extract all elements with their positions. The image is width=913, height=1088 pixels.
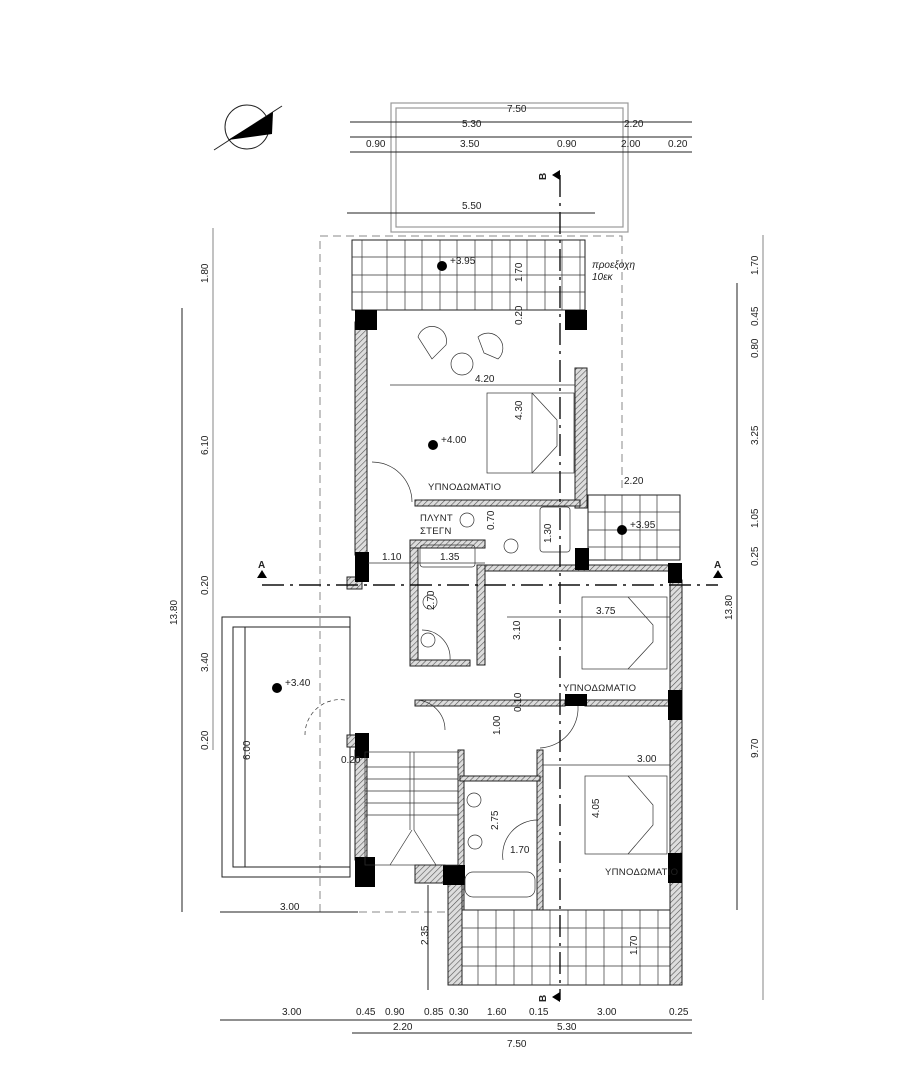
dim-top-row3: 0.90	[366, 139, 386, 150]
dim-bottom-row1: 3.00	[282, 1007, 302, 1018]
dim-right-chain: 1.05	[750, 508, 761, 528]
walls	[346, 321, 683, 986]
dim-bath2-width: 1.70	[510, 845, 530, 856]
projection-note: προεξοχη	[592, 260, 635, 271]
dim-top-row2: 5.30	[462, 119, 482, 130]
dimension-lines	[181, 121, 764, 1034]
dim-bath-length: 2.70	[426, 590, 437, 610]
room-label-bedroom-top: ΥΠΝΟΔΩΜΑΤΙΟ	[428, 482, 501, 493]
room-label-bedroom-middle: ΥΠΝΟΔΩΜΑΤΙΟ	[563, 683, 636, 694]
section-lines	[257, 170, 723, 1002]
dim-bottom-total: 7.50	[507, 1039, 527, 1050]
dim-balcony-depth-top: 1.70	[514, 262, 525, 282]
bottom-balcony	[459, 909, 673, 986]
dim-side-balcony-width: 2.20	[624, 476, 644, 487]
level-marker-icon	[428, 440, 438, 450]
dim-bottom-row1: 1.60	[487, 1007, 507, 1018]
dim-left-total: 13.80	[169, 600, 180, 625]
dim-bottom-row1: 0.25	[669, 1007, 689, 1018]
roof-outline	[390, 102, 629, 233]
dim-top-row3: 0.90	[557, 139, 577, 150]
dim-left-chain: 0.20	[200, 575, 211, 595]
north-arrow-icon	[213, 104, 283, 151]
dim-bottom-row1: 0.15	[529, 1007, 549, 1018]
dim-bottom-row2: 5.30	[557, 1022, 577, 1033]
dim-right-chain: 0.25	[750, 546, 761, 566]
level-marker-icon	[617, 525, 627, 535]
dim-right-chain: 0.80	[750, 338, 761, 358]
dim-bottom-row1: 0.90	[385, 1007, 405, 1018]
dim-bottom-row1: 0.45	[356, 1007, 376, 1018]
room-label-laundry: ΠΛΥΝΤ	[420, 513, 453, 524]
dim-top-row3: 3.50	[460, 139, 480, 150]
section-label-b-bottom: B	[538, 995, 549, 1002]
section-label-a-left: A	[258, 560, 265, 571]
dim-terrace-width: 3.00	[280, 902, 300, 913]
level-bedroom-top: +4.00	[441, 435, 467, 446]
dim-roof: 5.50	[462, 201, 482, 212]
room-label-bedroom-bottom: ΥΠΝΟΔΩΜΑΤΙΟ	[605, 867, 678, 878]
dim-top-row3: 2.00	[621, 139, 641, 150]
level-top-balcony: +3.95	[450, 256, 476, 267]
dim-right-chain: 9.70	[750, 738, 761, 758]
dim-top-row2: 2.20	[624, 119, 644, 130]
dim-top-row3: 0.20	[668, 139, 688, 150]
section-label-b-top: B	[538, 173, 549, 180]
dim-left-chain: 0.20	[200, 730, 211, 750]
dim-right-total: 13.80	[724, 595, 735, 620]
dim-bottom-row1: 0.85	[424, 1007, 444, 1018]
dim-right-chain: 1.70	[750, 255, 761, 275]
dim-right-chain: 3.25	[750, 425, 761, 445]
columns	[355, 310, 682, 887]
doors	[304, 461, 579, 861]
furniture	[417, 326, 668, 898]
level-terrace: +3.40	[285, 678, 311, 689]
side-balcony	[587, 494, 681, 561]
level-side-balcony: +3.95	[630, 520, 656, 531]
dim-laundry-depth: 0.70	[486, 510, 497, 530]
top-balcony	[351, 239, 586, 311]
dim-stair-wall: 0.20	[341, 755, 361, 766]
dim-bedroom-top-depth: 4.30	[514, 400, 525, 420]
projection-note-2: 10εκ	[592, 272, 614, 283]
section-label-a-right: A	[714, 560, 721, 571]
dim-bedroom-bot-depth: 4.05	[591, 798, 602, 818]
dim-bedroom-bot-width: 3.00	[637, 754, 657, 765]
room-label-laundry-2: ΣΤΕΓΝ	[420, 526, 452, 537]
dim-bath-width: 1.35	[440, 552, 460, 563]
dim-wall-gap: 0.10	[513, 692, 524, 712]
dim-top-total: 7.50	[507, 104, 527, 115]
dim-stair-balcony: 2.35	[420, 925, 431, 945]
dim-right-chain: 0.45	[750, 306, 761, 326]
dim-opening-top: 0.20	[514, 305, 525, 325]
slab-outline	[319, 235, 623, 913]
dim-bedroom-top-width: 4.20	[475, 374, 495, 385]
dim-bottom-row1: 3.00	[597, 1007, 617, 1018]
dim-bedroom-mid-depth: 3.10	[512, 620, 523, 640]
dim-wardrobe-depth: 1.30	[543, 523, 554, 543]
dim-left-chain: 1.80	[200, 263, 211, 283]
dim-terrace-height: 6.00	[242, 740, 253, 760]
level-marker-icon	[437, 261, 447, 271]
dim-bedroom-mid-width: 3.75	[596, 606, 616, 617]
dim-corridor: 1.00	[492, 715, 503, 735]
dim-left-chain: 6.10	[200, 435, 211, 455]
dim-bath2-length: 2.75	[490, 810, 501, 830]
dim-bottom-row2: 2.20	[393, 1022, 413, 1033]
dim-balcony-depth-bottom: 1.70	[629, 935, 640, 955]
level-marker-icon	[272, 683, 282, 693]
dim-left-chain: 3.40	[200, 652, 211, 672]
dim-bottom-row1: 0.30	[449, 1007, 469, 1018]
staircase	[364, 751, 459, 866]
dim-hall-width: 1.10	[382, 552, 402, 563]
